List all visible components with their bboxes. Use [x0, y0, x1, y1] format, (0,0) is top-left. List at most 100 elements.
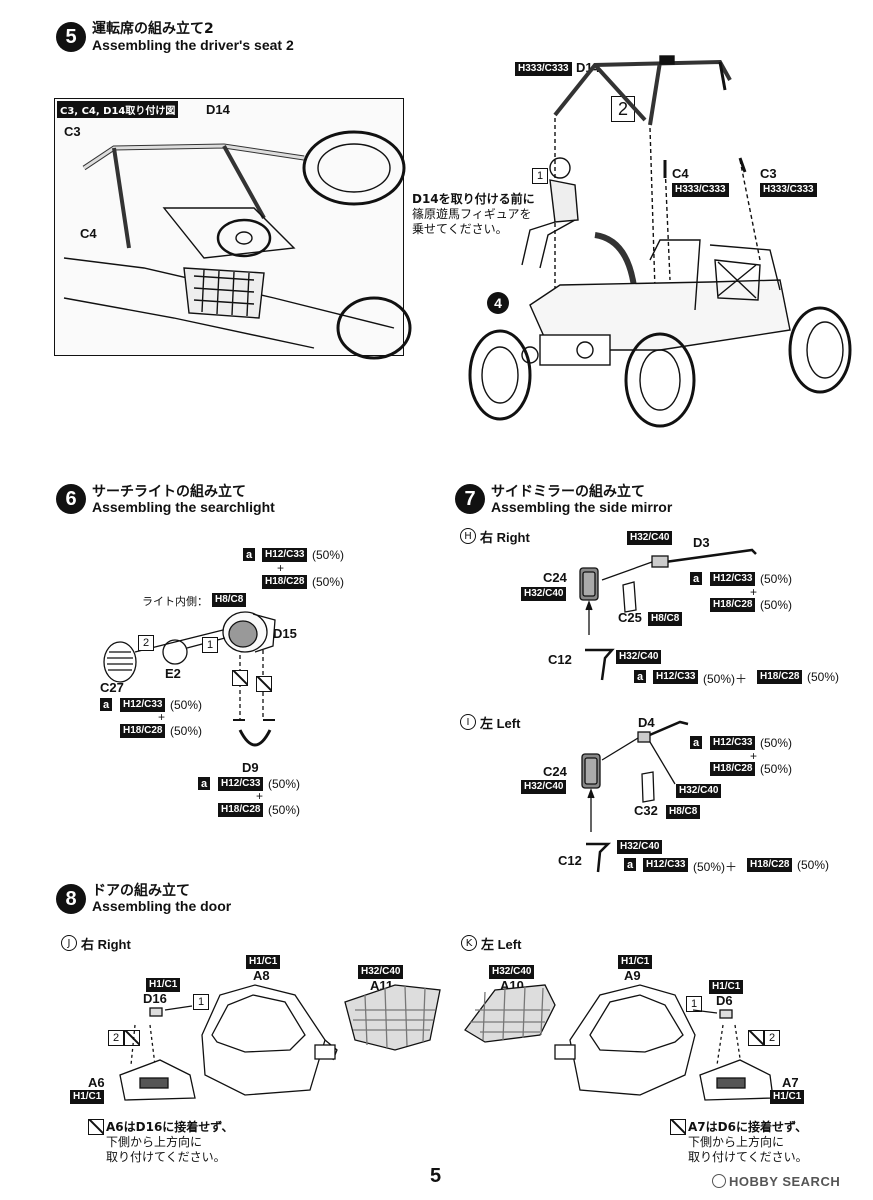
step5-title-jp: 運転席の組み立て2	[92, 21, 214, 37]
c12-left-mix-a: a	[624, 858, 636, 871]
a6-note-line2: 下側から上方向に	[106, 1135, 203, 1149]
door-right-illustration	[119, 984, 441, 1101]
c24-left-tag: H32/C40	[521, 780, 567, 794]
door-right-order-1: 1	[193, 994, 209, 1010]
d15-label: D15	[273, 626, 297, 641]
c12-left-tag: H32/C40	[617, 840, 663, 854]
door-right-order-2: 2	[108, 1030, 124, 1046]
c24-right-tag: H32/C40	[521, 587, 567, 601]
c27-mix-a: a	[100, 698, 112, 711]
step5-number: 5	[56, 22, 86, 52]
c27-mix-pct2: (50%)	[170, 724, 203, 738]
no-cement-icon	[232, 670, 248, 686]
light-inside-tag: H8/C8	[212, 593, 247, 607]
ref-step-4: 4	[487, 292, 509, 314]
step5-note-line3: 乗せてください。	[412, 222, 508, 236]
detail-illustration	[63, 130, 412, 360]
step8-title-jp: ドアの組み立て	[92, 883, 190, 899]
step8-number: 8	[56, 884, 86, 914]
a6-tag: H1/C1	[70, 1090, 105, 1104]
c12-left-label: C12	[558, 853, 582, 868]
c12-left-mix-mid: (50%)＋	[693, 860, 738, 874]
c27-label: C27	[100, 680, 124, 695]
d4-mix-pct1: (50%)	[760, 736, 793, 750]
c12-left-mix-tag1: H12/C33	[643, 858, 689, 872]
step6-mix-top-plus: +	[277, 561, 285, 575]
a6-note-line3: 取り付けてください。	[106, 1150, 226, 1164]
e2-label: E2	[165, 666, 181, 681]
step8-title-en: Assembling the door	[92, 898, 232, 914]
d4-mix-a: a	[690, 736, 702, 749]
mirror-right-illustration	[579, 548, 757, 681]
step6-title-en: Assembling the searchlight	[92, 499, 275, 515]
c12-right-mix-tag1: H12/C33	[653, 670, 699, 684]
d16-tag: H1/C1	[146, 978, 181, 992]
c27-mix-pct1: (50%)	[170, 698, 203, 712]
d9-mix-pct2: (50%)	[268, 803, 301, 817]
step5-note-line2: 篠原遊馬フィギュアを	[412, 207, 532, 221]
hobby-search-logo-icon	[712, 1174, 726, 1188]
c12-right-mix-a: a	[634, 670, 646, 683]
d4-mix-plus: +	[750, 749, 758, 763]
d3-mix-tag2: H18/C28	[710, 598, 756, 612]
a9-tag: H1/C1	[618, 955, 653, 969]
d4-mix-tag2: H18/C28	[710, 762, 756, 776]
step7-title-jp: サイドミラーの組み立て	[491, 484, 645, 500]
c12-right-mix-end: (50%)	[807, 670, 840, 684]
d3-mix-plus: +	[750, 585, 758, 599]
step5-note-line1: D14を取り付ける前に	[412, 192, 535, 206]
d16-label: D16	[143, 991, 167, 1006]
c24-right-label: C24	[543, 570, 567, 585]
step5-title-en: Assembling the driver's seat 2	[92, 37, 294, 53]
door-left-order-1: 1	[686, 996, 702, 1012]
d3-end-tag: H32/C40	[627, 531, 673, 545]
c12-right-tag: H32/C40	[616, 650, 662, 664]
mirror-left-illustration	[581, 720, 689, 873]
step6-mix-top-pct1: (50%)	[312, 548, 345, 562]
left-marker-k: K	[461, 935, 477, 951]
no-cement-icon	[670, 1119, 686, 1135]
step6-mix-top-pct2: (50%)	[312, 575, 345, 589]
d4-label: D4	[638, 715, 655, 730]
c12-left-mix-end: (50%)	[797, 858, 830, 872]
step6-mix-top-a: a	[243, 548, 255, 561]
a8-tag: H1/C1	[246, 955, 281, 969]
door-right-label: 右 Right	[81, 937, 131, 952]
d6-label: D6	[716, 993, 733, 1008]
a7-label: A7	[782, 1075, 799, 1090]
d9-mix-tag2: H18/C28	[218, 803, 264, 817]
a11-tag: H32/C40	[358, 965, 404, 979]
step6-title-jp: サーチライトの組み立て	[92, 484, 246, 500]
door-left-order-2: 2	[764, 1030, 780, 1046]
c3-label: C3	[760, 166, 777, 181]
c32-tag: H8/C8	[666, 805, 701, 819]
d9-mix-a: a	[198, 777, 210, 790]
vehicle-illustration	[468, 55, 852, 428]
step6-order-1: 1	[202, 637, 218, 653]
no-cement-icon	[88, 1119, 104, 1135]
right-marker-j: J	[61, 935, 77, 951]
step7-title-en: Assembling the side mirror	[491, 499, 673, 515]
no-cement-icon	[256, 676, 272, 692]
frame-c3-label: C3	[64, 124, 81, 139]
right-marker-h: H	[460, 528, 476, 544]
c25-label: C25	[618, 610, 642, 625]
step6-number: 6	[56, 484, 86, 514]
d9-mix-tag1: H12/C33	[218, 777, 264, 791]
d3-mix-pct2: (50%)	[760, 598, 793, 612]
frame-d14-label: D14	[206, 102, 230, 117]
a10-tag: H32/C40	[489, 965, 535, 979]
c3-color-tag: H333/C333	[760, 183, 817, 197]
step6-mix-top-tag2: H18/C28	[262, 575, 308, 589]
d3-label: D3	[693, 535, 710, 550]
door-left-label: 左 Left	[481, 937, 522, 952]
mirror-left-label: 左 Left	[480, 716, 521, 731]
c12-right-label: C12	[548, 652, 572, 667]
c12-left-mix-tag2: H18/C28	[747, 858, 793, 872]
c12-right-mix-mid: (50%)＋	[703, 672, 748, 686]
no-cement-icon	[124, 1030, 140, 1046]
c27-mix-tag2: H18/C28	[120, 724, 166, 738]
d9-mix-pct1: (50%)	[268, 777, 301, 791]
c25-tag: H8/C8	[648, 612, 683, 626]
d6-tag: H1/C1	[709, 980, 744, 994]
